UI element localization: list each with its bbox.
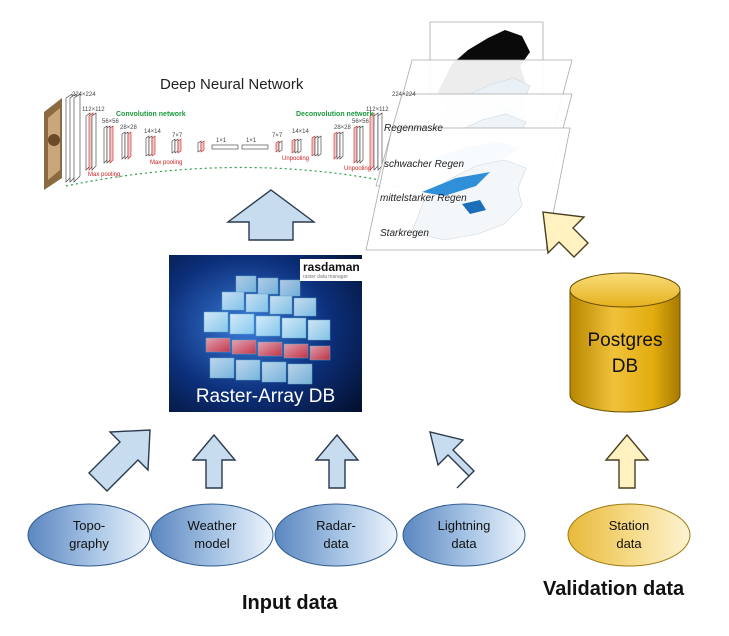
raster-db-label: Raster-Array DB xyxy=(195,386,336,407)
rasdaman-logo: rasdaman raster data manager xyxy=(300,259,363,281)
dim-label-4: 14×14 xyxy=(144,129,161,135)
rain-map-stack xyxy=(365,21,573,251)
postgres-to-maps-arrow xyxy=(542,211,589,258)
dim-label-10: 28×28 xyxy=(334,125,351,131)
postgres-db-cylinder xyxy=(569,272,681,413)
postgres-label-line1: Postgres xyxy=(587,330,663,351)
dim-label-9: 14×14 xyxy=(292,129,309,135)
conv-blocks xyxy=(65,93,269,183)
map-label-starkregen: Starkregen xyxy=(380,228,429,239)
station-data-line2: data xyxy=(616,536,642,551)
unpooling-label-1: Unpooling xyxy=(282,156,310,162)
conv-network-label: Convolution network xyxy=(116,111,186,118)
oval-topography xyxy=(27,503,151,567)
topography-arrow xyxy=(88,429,151,492)
dim-label-6: 1×1 xyxy=(216,138,227,144)
oval-station-data xyxy=(567,503,691,567)
raster-to-dnn-arrow xyxy=(225,189,317,241)
station-data-line1: Station xyxy=(608,518,650,533)
validation-data-label: Validation data xyxy=(543,578,685,600)
unpooling-label-2: Unpooling xyxy=(344,166,372,172)
radar-data-line1: Radar- xyxy=(316,518,356,533)
oval-weather-model xyxy=(150,503,274,567)
weather-model-label: Weather model xyxy=(151,517,273,557)
radar-data-line2: data xyxy=(323,536,349,551)
station-to-postgres-arrow xyxy=(604,433,650,489)
pooling-label-1: Max pooling xyxy=(88,172,121,178)
dim-label-5: 7×7 xyxy=(172,133,183,139)
dim-label-12: 112×112 xyxy=(366,107,389,113)
dim-label-8: 7×7 xyxy=(272,133,283,139)
rasdaman-logo-text: rasdaman xyxy=(303,260,360,274)
radar-arrow xyxy=(314,433,360,489)
lightning-data-line1: Lightning xyxy=(437,518,491,533)
radar-data-label: Radar- data xyxy=(275,517,397,557)
station-data-label: Station data xyxy=(568,517,690,557)
input-arrows xyxy=(88,429,475,492)
dim-label-2: 56×56 xyxy=(102,119,119,125)
deconv-network-label: Deconvolution network xyxy=(296,111,374,118)
postgres-label-line2: DB xyxy=(611,356,639,377)
map-label-mittelstarker-regen: mittelstarker Regen xyxy=(380,193,467,204)
weather-arrow xyxy=(191,433,237,489)
topography-label: Topo- graphy xyxy=(28,517,150,557)
oval-lightning-data xyxy=(402,503,526,567)
dnn-title: Deep Neural Network xyxy=(160,76,304,93)
raster-cube xyxy=(203,275,331,385)
input-ovals xyxy=(27,503,526,567)
dim-label-11: 56×56 xyxy=(352,119,369,125)
lightning-arrow xyxy=(429,431,475,489)
map-label-schwacher-regen: schwacher Regen xyxy=(384,159,465,170)
weather-model-line1: Weather xyxy=(187,518,237,533)
weather-model-line2: model xyxy=(194,536,230,551)
pooling-label-2: Max pooling xyxy=(150,160,183,166)
dim-label-7: 1×1 xyxy=(246,138,257,144)
input-photo xyxy=(44,98,62,190)
lightning-data-label: Lightning data xyxy=(403,517,525,557)
oval-radar-data xyxy=(274,503,398,567)
dim-label-3: 28×28 xyxy=(120,125,137,131)
postgres-label: Postgres DB xyxy=(570,328,680,380)
topography-line2: graphy xyxy=(69,536,109,551)
lightning-data-line2: data xyxy=(451,536,477,551)
input-data-label: Input data xyxy=(242,592,338,614)
topography-line1: Topo- xyxy=(72,518,106,533)
rasdaman-logo-subtitle: raster data manager xyxy=(303,274,349,280)
dim-label-1: 112×112 xyxy=(82,107,105,113)
deconv-blocks xyxy=(275,112,383,171)
network-flow-line xyxy=(65,166,401,187)
dim-label-13: 224×224 xyxy=(392,92,416,98)
network-illustration xyxy=(44,93,404,190)
map-label-regenmaske: Regenmaske xyxy=(384,123,443,134)
dim-label-0: 224×224 xyxy=(72,92,96,98)
raster-db-image xyxy=(169,255,362,412)
